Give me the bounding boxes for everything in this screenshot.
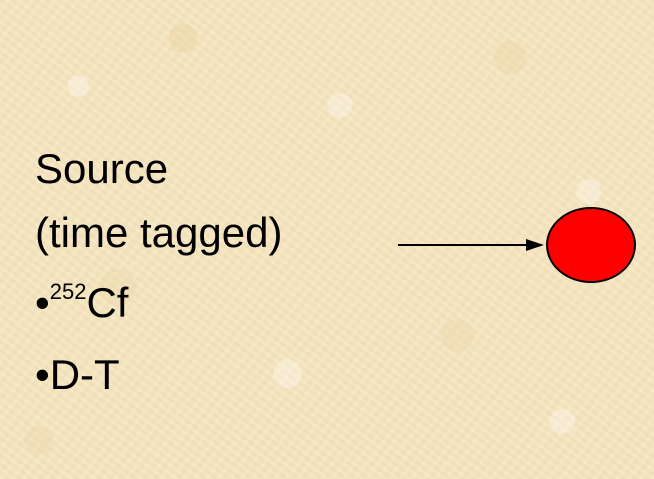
source-subtitle: (time tagged) — [35, 209, 283, 256]
bullet-glyph: • — [35, 279, 50, 326]
bullet-item-cf: •252Cf — [35, 279, 129, 326]
arrow-head — [526, 239, 544, 251]
isotope-symbol: Cf — [86, 279, 129, 326]
isotope-mass-number: 252 — [49, 279, 87, 304]
source-circle — [546, 207, 636, 283]
bullet-item-dt: •D-T — [35, 354, 120, 396]
bullet-glyph: • — [35, 351, 50, 398]
source-title: Source — [35, 145, 169, 192]
reaction-label: D-T — [49, 351, 120, 398]
